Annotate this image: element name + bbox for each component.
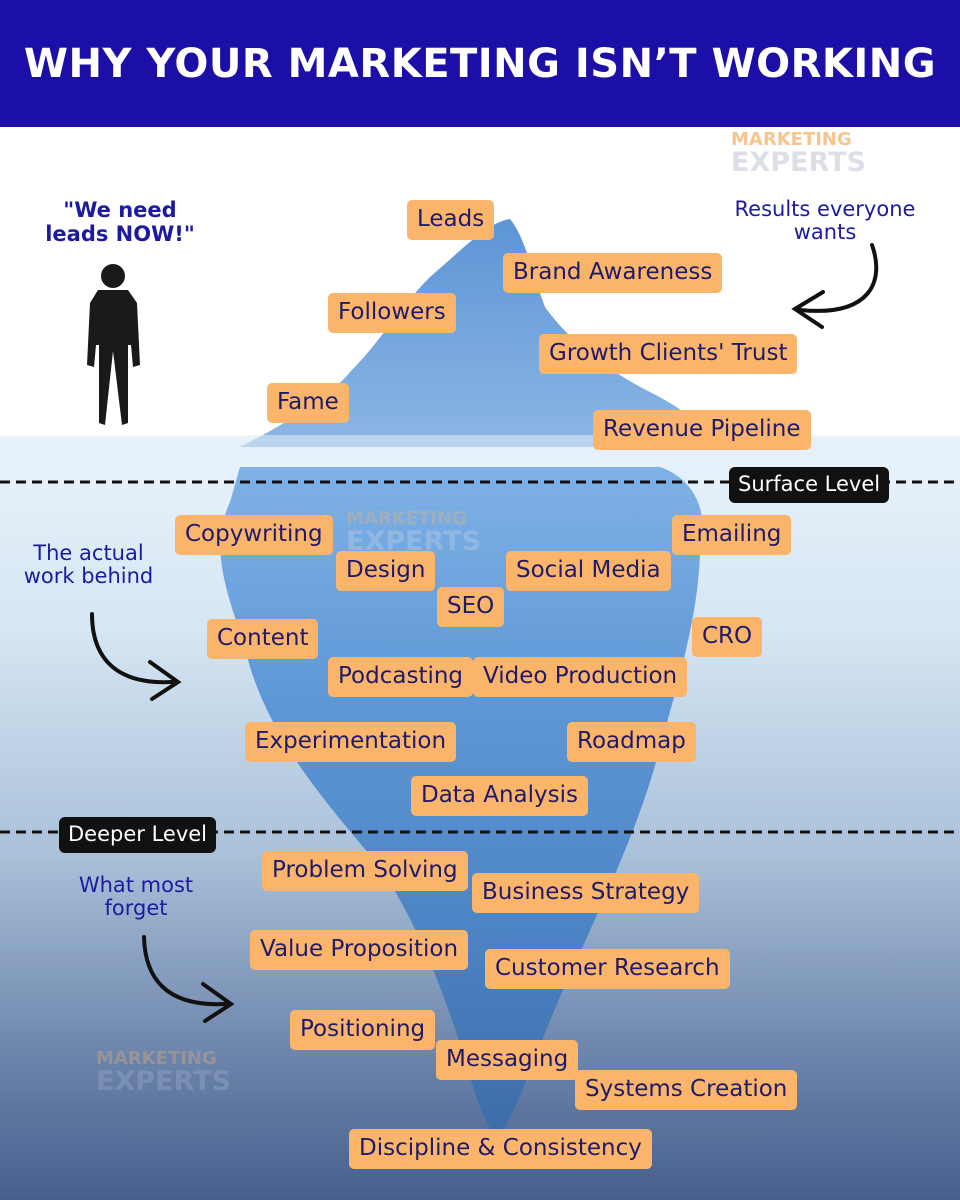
tag-revenue-pipeline: Revenue Pipeline — [593, 410, 811, 450]
note-bottom: What most forget — [56, 874, 216, 920]
quote-line2: leads NOW!" — [45, 222, 195, 246]
tag-value-proposition: Value Proposition — [250, 930, 469, 970]
quote-line1: "We need — [63, 198, 177, 222]
watermark-line1: MARKETING — [731, 129, 852, 150]
tag-content: Content — [207, 619, 319, 659]
note-top-line1: Results everyone — [734, 197, 916, 221]
tag-podcasting: Podcasting — [328, 657, 474, 697]
tag-growth-clients-trust: Growth Clients' Trust — [539, 334, 798, 374]
tag-business-strategy: Business Strategy — [472, 873, 700, 913]
iceberg-scene: MARKETING EXPERTS MARKETING EXPERTS MARK… — [0, 127, 960, 1200]
watermark-line1: MARKETING — [96, 1048, 217, 1069]
person-silhouette-icon — [87, 264, 140, 425]
tag-social-media: Social Media — [506, 551, 671, 591]
header-banner: WHY YOUR MARKETING ISN’T WORKING — [0, 0, 960, 127]
tag-positioning: Positioning — [290, 1010, 436, 1050]
watermark-line1: MARKETING — [346, 508, 467, 529]
tag-problem-solving: Problem Solving — [262, 851, 468, 891]
note-top-line2: wants — [793, 220, 857, 244]
tag-data-analysis: Data Analysis — [411, 776, 588, 816]
watermark-line2: EXPERTS — [346, 526, 481, 557]
tag-fame: Fame — [267, 383, 349, 423]
tag-design: Design — [336, 551, 436, 591]
watermark-line2: EXPERTS — [96, 1066, 231, 1097]
note-middle-line1: The actual — [33, 541, 144, 565]
note-top: Results everyone wants — [715, 198, 935, 244]
note-middle: The actual work behind — [6, 542, 171, 588]
water-surface — [0, 435, 960, 463]
tag-systems-creation: Systems Creation — [575, 1070, 798, 1110]
note-middle-line2: work behind — [23, 564, 154, 588]
quote-text: "We need leads NOW!" — [30, 198, 210, 246]
tag-experimentation: Experimentation — [245, 722, 457, 762]
watermark-line2: EXPERTS — [731, 147, 866, 178]
watermark-bottom: MARKETING EXPERTS — [96, 1048, 231, 1097]
tag-brand-awareness: Brand Awareness — [503, 253, 723, 293]
arrow-top-icon — [791, 243, 879, 329]
tag-discipline-consistency: Discipline & Consistency — [349, 1129, 652, 1169]
tag-cro: CRO — [692, 617, 763, 657]
tag-copywriting: Copywriting — [175, 515, 333, 555]
tag-messaging: Messaging — [436, 1040, 579, 1080]
note-bottom-line1: What most — [78, 873, 194, 897]
note-bottom-line2: forget — [104, 896, 168, 920]
page-title: WHY YOUR MARKETING ISN’T WORKING — [23, 40, 937, 87]
tag-customer-research: Customer Research — [485, 949, 730, 989]
tag-seo: SEO — [437, 587, 505, 627]
tag-video-production: Video Production — [473, 657, 688, 697]
watermark-middle: MARKETING EXPERTS — [346, 508, 481, 557]
tag-leads: Leads — [407, 200, 495, 240]
iceberg-tip — [240, 219, 715, 447]
watermark-top: MARKETING EXPERTS — [731, 129, 866, 178]
tag-roadmap: Roadmap — [567, 722, 696, 762]
arrow-bottom-icon — [142, 935, 235, 1023]
tag-followers: Followers — [328, 293, 456, 333]
deeper-level-label: Deeper Level — [59, 817, 217, 853]
surface-level-label: Surface Level — [729, 467, 890, 503]
tag-emailing: Emailing — [672, 515, 792, 555]
arrow-middle-icon — [90, 612, 182, 701]
